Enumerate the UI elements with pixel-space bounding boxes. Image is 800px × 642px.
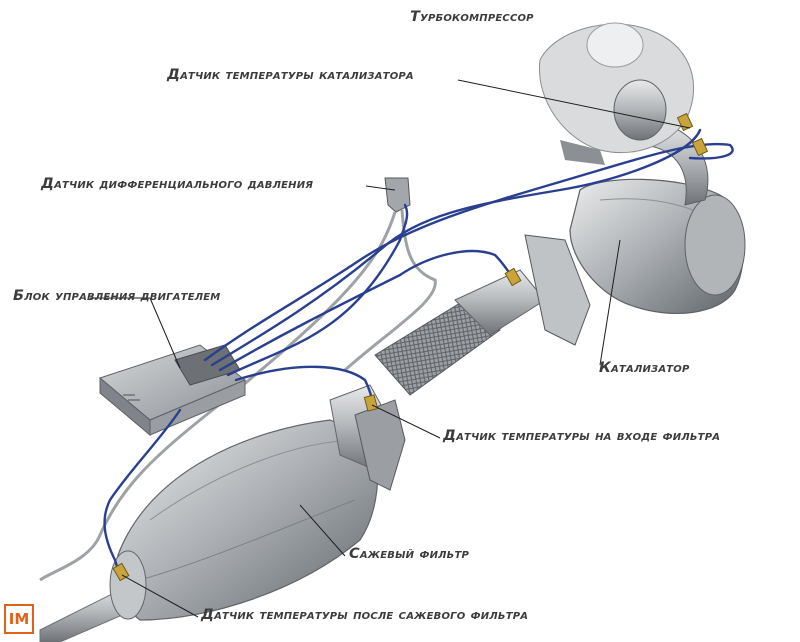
ecu-unit: [98, 344, 246, 437]
filter-flange: [354, 399, 406, 491]
label-soot-filter: Сажевый фильтр: [349, 546, 470, 562]
flex-pipe: [374, 299, 501, 396]
pressure-tube-2: [39, 211, 397, 582]
catalyst-flange: [524, 234, 591, 346]
pressure-sensor-bracket: [384, 177, 411, 213]
site-logo: IM: [4, 604, 34, 634]
catalyst: [569, 178, 746, 314]
pressure-tube-1: [344, 209, 437, 372]
leader-lines: [90, 79, 691, 618]
label-filter-inlet-temp-sensor: Датчик температуры на входе фильтра: [443, 428, 721, 444]
label-catalyst: Катализатор: [599, 360, 690, 376]
label-turbo: Турбокомпрессор: [410, 9, 534, 25]
label-ecu: Блок управления двигателем: [13, 288, 221, 304]
sensor-fittings: [112, 112, 709, 582]
label-catalyst-temp-sensor: Датчик температуры катализатора: [167, 67, 414, 83]
soot-filter: [109, 419, 379, 621]
label-diff-pressure-sensor: Датчик дифференциального давления: [41, 176, 314, 192]
label-after-filter-temp-sensor: Датчик температуры после сажевого фильтр…: [201, 607, 529, 623]
